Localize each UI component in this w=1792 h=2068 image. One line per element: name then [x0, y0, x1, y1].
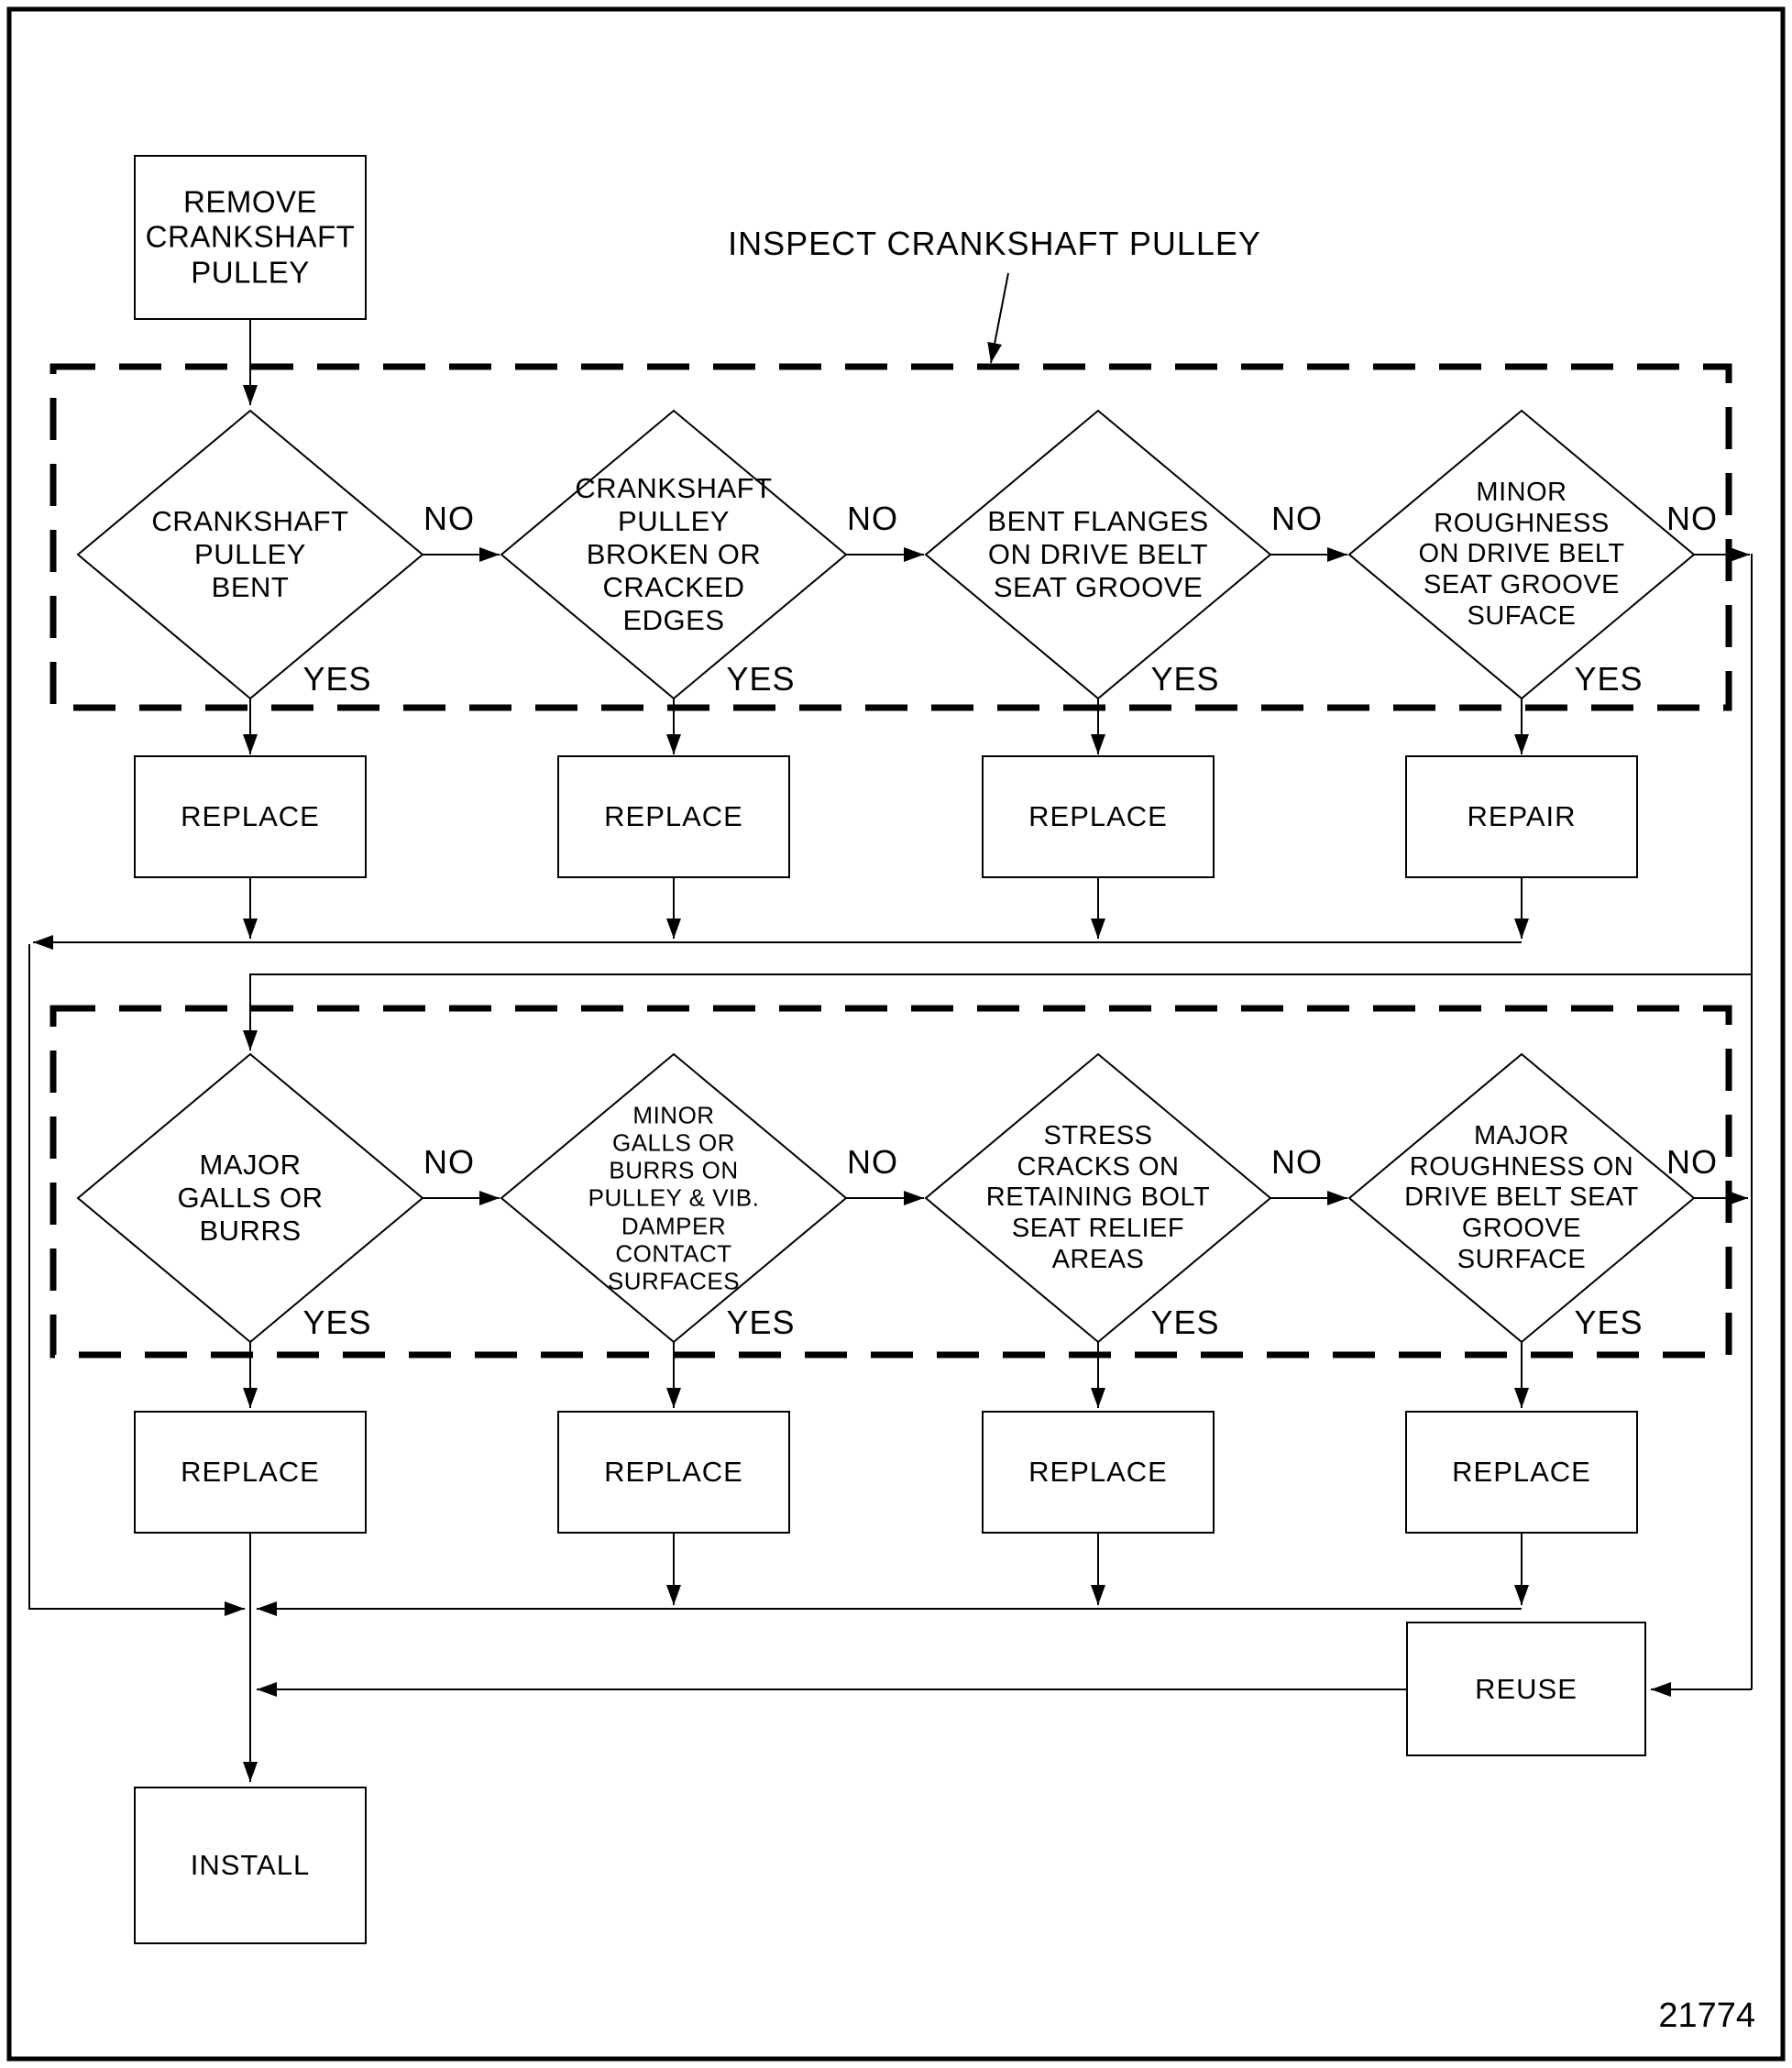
row1-action-label-2: REPLACE	[604, 800, 743, 833]
install-box	[134, 1787, 367, 1944]
row1-action-box-1	[134, 755, 367, 878]
row2-yes-label-1: YES	[302, 1304, 372, 1342]
row2-decision-diamond-4	[1347, 1052, 1696, 1344]
row2-action-box-3	[982, 1411, 1215, 1534]
row1-decision-diamond-2	[500, 409, 848, 700]
left-margin-route	[28, 944, 245, 1616]
row1-action-box-2	[557, 755, 790, 878]
dashed-group-box-row1	[49, 363, 1732, 711]
row2-action-box-2	[557, 1411, 790, 1534]
start-box-label: REMOVE CRANKSHAFT PULLEY	[145, 184, 356, 290]
row2-decision-diamond-1	[76, 1052, 424, 1344]
row2-decision-label-2: MINOR GALLS OR BURRS ON PULLEY & VIB. DA…	[588, 1101, 760, 1295]
dashed-group-box-row2	[49, 1005, 1732, 1358]
row2-no-label-2: NO	[847, 1143, 898, 1182]
row1-yes-label-3: YES	[1150, 660, 1220, 698]
row1-no-label-1: NO	[423, 500, 475, 538]
row1-decision-label-2: CRANKSHAFT PULLEY BROKEN OR CRACKED EDGE…	[575, 472, 773, 636]
row2-action-box-1	[134, 1411, 367, 1534]
row1-decision-label-3: BENT FLANGES ON DRIVE BELT SEAT GROOVE	[987, 505, 1209, 603]
row1-yes-label-2: YES	[726, 660, 796, 698]
reuse-box-label: REUSE	[1475, 1673, 1578, 1706]
row2-action-label-4: REPLACE	[1452, 1456, 1591, 1489]
row2-no-label-3: NO	[1271, 1143, 1323, 1182]
row1-decision-diamond-1	[76, 409, 424, 700]
row2-action-label-3: REPLACE	[1028, 1456, 1168, 1489]
row1-no-label-3: NO	[1271, 500, 1323, 538]
row2-decision-label-3: STRESS CRACKS ON RETAINING BOLT SEAT REL…	[985, 1120, 1211, 1274]
figure-number: 21774	[1658, 1996, 1755, 2035]
inspect-caption: INSPECT CRANKSHAFT PULLEY	[728, 225, 1261, 263]
reuse-box	[1406, 1622, 1646, 1756]
row2-yes-label-3: YES	[1150, 1304, 1220, 1342]
page-border	[6, 6, 1786, 2062]
row1-decision-diamond-3	[924, 409, 1272, 700]
row1-action-label-3: REPLACE	[1028, 800, 1168, 833]
row1-action-label-1: REPLACE	[181, 800, 320, 833]
row1-action-box-4	[1405, 755, 1638, 878]
row1-yes-label-4: YES	[1574, 660, 1644, 698]
inspect-caption-arrow	[987, 272, 1009, 364]
row2-no-label-4: NO	[1666, 1143, 1718, 1182]
row1-no-label-4: NO	[1666, 500, 1718, 538]
row2-action-label-1: REPLACE	[181, 1456, 320, 1489]
row2-decision-diamond-3	[924, 1052, 1272, 1344]
row2-decision-diamond-2	[500, 1052, 848, 1344]
row1-no-label-2: NO	[847, 500, 898, 538]
row1-decision-label-4: MINOR ROUGHNESS ON DRIVE BELT SEAT GROOV…	[1418, 477, 1625, 631]
row2-yes-label-2: YES	[726, 1304, 796, 1342]
row1-action-label-4: REPAIR	[1467, 800, 1577, 833]
start-box	[134, 155, 367, 320]
row1-decision-label-1: CRANKSHAFT PULLEY BENT	[151, 505, 349, 603]
row2-decision-label-1: MAJOR GALLS OR BURRS	[177, 1149, 324, 1247]
row2-decision-label-4: MAJOR ROUGHNESS ON DRIVE BELT SEAT GROOV…	[1404, 1120, 1639, 1274]
row1-action-box-3	[982, 755, 1215, 878]
row2-action-box-4	[1405, 1411, 1638, 1534]
install-box-label: INSTALL	[190, 1849, 311, 1882]
row2-action-label-2: REPLACE	[604, 1456, 743, 1489]
row1-decision-diamond-4	[1347, 409, 1696, 700]
row2-no-label-1: NO	[423, 1143, 475, 1182]
edge-loop-to-row2-d1	[243, 974, 1752, 1050]
row2-yes-label-4: YES	[1574, 1304, 1644, 1342]
row1-yes-label-1: YES	[302, 660, 372, 698]
